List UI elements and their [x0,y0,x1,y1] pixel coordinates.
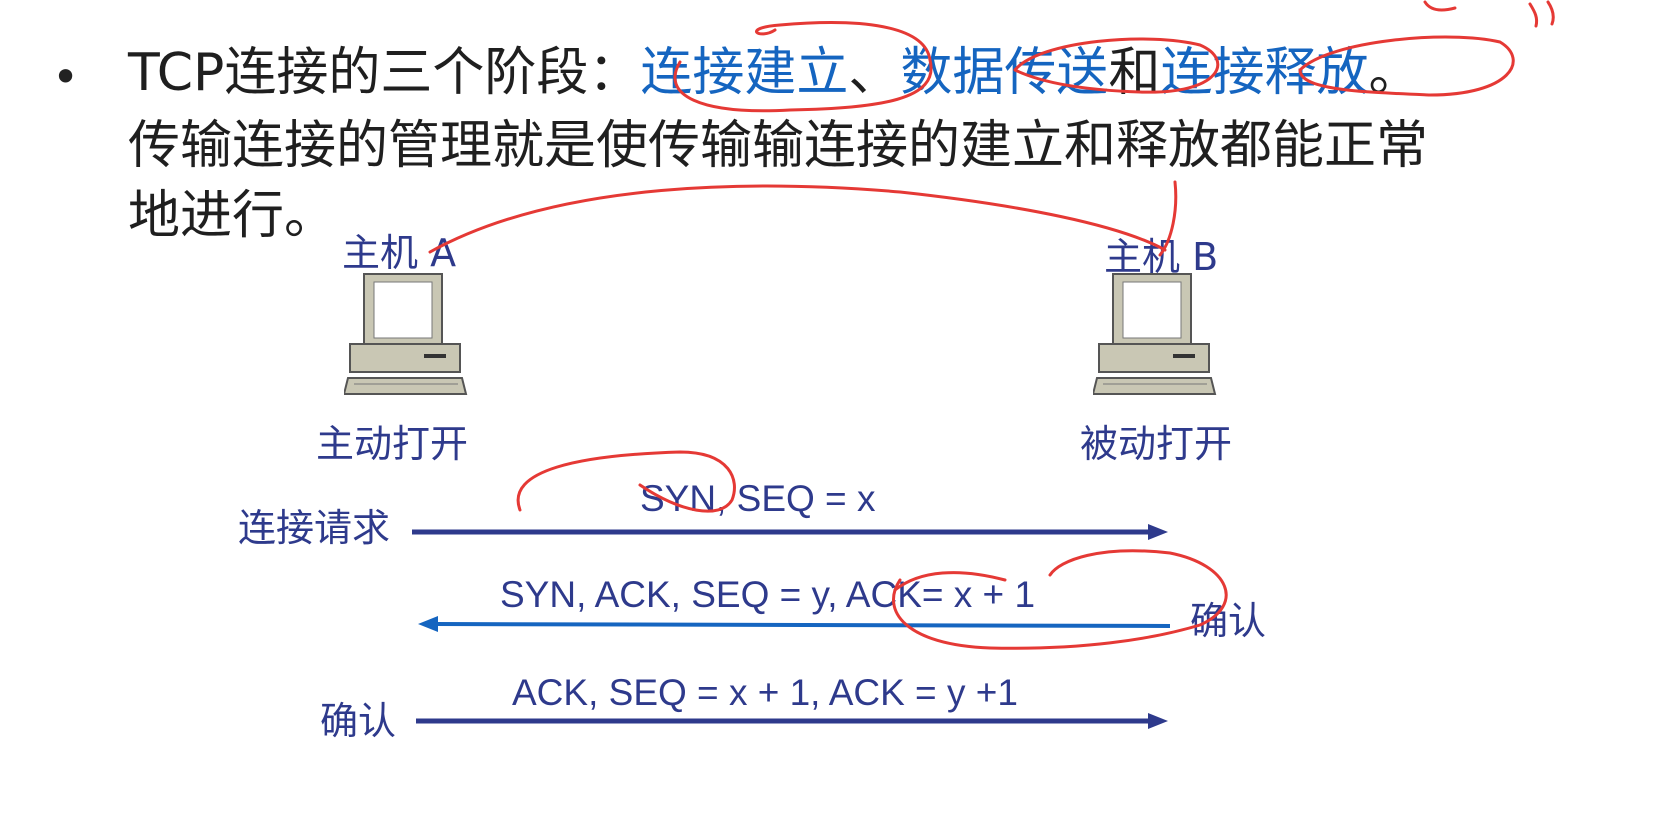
phase-release: 连接释放 [1160,43,1369,103]
arrow-ack [416,713,1168,729]
corner-mark-1 [1423,0,1457,12]
circle-ack-x-plus-1 [892,549,1228,650]
corner-mark-3 [1546,0,1555,26]
heading-line-1: TCP连接的三个阶段：连接建立、数据传送和连接释放。 [128,47,1420,99]
msg3-left-label: 确认 [320,699,397,743]
msg1-text: SYN, SEQ = x [640,478,876,519]
heading-line-2: 传输连接的管理就是使传输输连接的建立和释放都能正常 [128,116,1429,176]
tick-host-b [1158,180,1178,257]
computer-icon-host-b [1093,273,1217,395]
host-b-role: 被动打开 [1080,422,1233,466]
heading-line-3: 地进行。 [128,186,337,246]
circle-phase-connect [673,21,933,113]
computer-icon-host-a [344,273,468,395]
msg2-text: SYN, ACK, SEQ = y, ACK= x + 1 [500,574,1036,615]
circle-phase-transfer [1013,37,1220,94]
msg2-right-label: 确认 [1190,599,1267,643]
arc-host-link [428,184,1167,254]
arrow-syn [412,524,1168,540]
loop-syn [516,450,736,513]
separator-1: 、 [848,43,901,103]
host-b-label: 主机 B [1104,235,1219,279]
phase-transfer: 数据传送 [900,43,1109,103]
corner-mark-2 [1528,2,1539,28]
msg3-text: ACK, SEQ = x + 1, ACK = y +1 [512,672,1018,713]
heading-end: 。 [1368,43,1421,103]
arc-ack-top [893,571,1007,592]
arrow-syn-ack [418,616,1171,632]
heading-prefix: TCP连接的三个阶段： [128,43,641,103]
handwritten-annotations [428,0,1555,650]
bullet-marker: • [52,50,80,104]
host-a-label: 主机 A [342,231,457,275]
msg1-left-label: 连接请求 [238,506,391,550]
host-a-role: 主动打开 [316,422,469,466]
circle-phase-release [1298,35,1515,97]
